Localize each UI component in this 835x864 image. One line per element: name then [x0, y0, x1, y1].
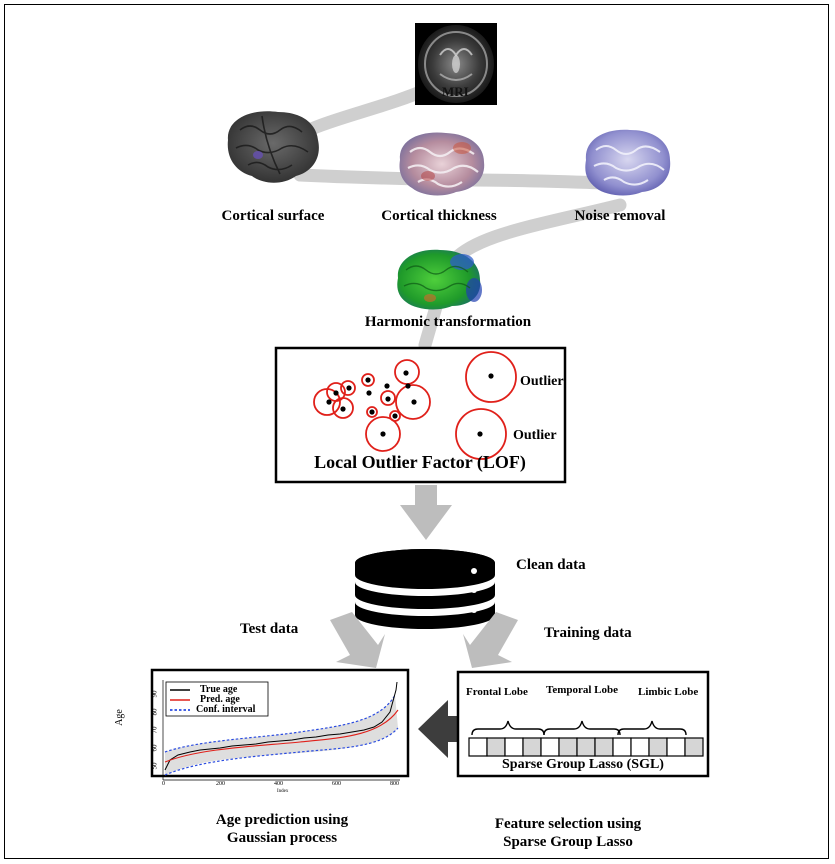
plot-xlabel: Index [277, 789, 289, 794]
plot-legend [165, 681, 269, 717]
training-data-arrow [463, 612, 518, 668]
sgl-braces [471, 720, 687, 736]
plot-xtick-400: 400 [274, 781, 283, 787]
age-plot [162, 680, 400, 781]
age-caption-line1: Age prediction using [215, 812, 349, 828]
database-icon [355, 549, 495, 629]
cortical-thickness-brain [399, 132, 485, 196]
harmonic-transformation-label: Harmonic transformation [364, 314, 532, 330]
legend-pred-age: Pred. age [200, 694, 240, 705]
frontal-lobe-label: Frontal Lobe [466, 686, 528, 698]
plot-xtick-200: 200 [216, 781, 225, 787]
plot-ytick-80: 80 [150, 708, 159, 716]
age-caption-line2: Gaussian process [226, 830, 338, 846]
figure-frame [4, 4, 829, 859]
lof-circles [313, 351, 517, 460]
training-data-label: Training data [544, 625, 632, 641]
plot-ytick-50: 50 [150, 762, 159, 770]
mri-scan-image [415, 23, 497, 105]
outlier-label-2: Outlier [513, 428, 557, 443]
test-data-arrow [330, 612, 385, 668]
cortical-surface-brain [227, 111, 319, 183]
down-arrow [400, 485, 452, 540]
legend-true-age: True age [200, 684, 238, 695]
plot-ytick-60: 60 [150, 744, 159, 752]
plot-xtick-0: 0 [162, 781, 165, 787]
temporal-lobe-label: Temporal Lobe [546, 684, 619, 696]
lof-points [326, 370, 494, 437]
noise-removal-label: Noise removal [574, 208, 666, 224]
sgl-feature-cells [468, 737, 704, 757]
plot-xtick-800: 800 [390, 781, 399, 787]
plot-ytick-70: 70 [150, 726, 159, 734]
sgl-title: Sparse Group Lasso (SGL) [502, 757, 664, 772]
feature-caption-line1: Feature selection using [494, 816, 642, 832]
plot-ylabel: Age [113, 709, 125, 726]
plot-xtick-600: 600 [332, 781, 341, 787]
legend-conf-interval: Conf. interval [196, 704, 256, 715]
test-data-label: Test data [240, 621, 299, 637]
noise-removal-brain [585, 129, 671, 196]
harmonic-brain [397, 249, 482, 310]
outlier-label-1: Outlier [520, 374, 564, 389]
mri-label: MRI [442, 84, 469, 99]
plot-ytick-90: 90 [150, 690, 159, 698]
clean-data-label: Clean data [516, 557, 586, 573]
feature-caption-line2: Sparse Group Lasso [503, 834, 633, 850]
limbic-lobe-label: Limbic Lobe [638, 686, 699, 698]
dark-arrow [418, 700, 448, 758]
dark-arrow-stem [446, 716, 458, 742]
cortical-thickness-label: Cortical thickness [381, 208, 497, 224]
cortical-surface-label: Cortical surface [221, 208, 325, 224]
lof-title: Local Outlier Factor (LOF) [314, 452, 526, 472]
